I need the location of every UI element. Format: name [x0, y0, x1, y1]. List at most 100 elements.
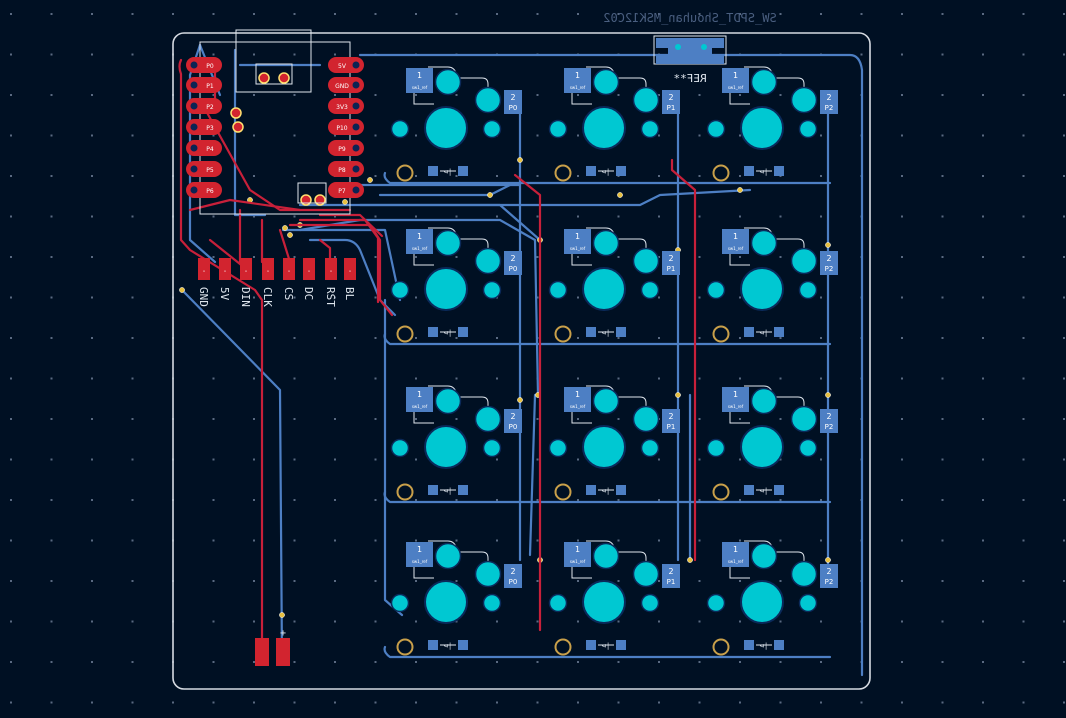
diode[interactable]: ⊲| [554, 638, 627, 656]
mcu-right-pin[interactable] [328, 77, 364, 93]
back-trace [358, 188, 752, 207]
battery-pad-plus[interactable] [276, 638, 290, 666]
diode-symbol: ⊲| [760, 168, 768, 176]
diode[interactable]: ⊲| [712, 325, 785, 343]
grid-dot [10, 580, 12, 582]
via [517, 157, 523, 163]
diode[interactable]: ⊲| [396, 164, 469, 182]
diode-hole [554, 164, 572, 182]
diode[interactable]: ⊲| [712, 483, 785, 501]
grid-dot [212, 580, 215, 582]
grid-dot [698, 499, 701, 501]
grid-dot [779, 701, 782, 704]
back-trace [383, 645, 832, 659]
diode[interactable]: ⊲| [396, 325, 469, 343]
switch-pad-2 [504, 251, 522, 275]
switch-pin-hole [474, 247, 502, 275]
grid-dot [941, 620, 944, 623]
switch-silk-outline [571, 564, 592, 579]
mcu-left-pin[interactable] [186, 57, 222, 73]
header-pad[interactable] [303, 258, 315, 280]
diode[interactable]: ⊲| [712, 164, 785, 182]
diode[interactable]: ⊲| [396, 638, 469, 656]
mcu-right-pin[interactable] [328, 140, 364, 156]
grid-dot [820, 499, 822, 501]
grid-dot [496, 175, 498, 177]
header-pad[interactable] [325, 258, 337, 280]
switch-pad-1 [722, 229, 749, 254]
header-pad[interactable] [240, 258, 252, 280]
grid-dot [253, 337, 255, 339]
diode-pad [774, 327, 784, 337]
mcu-right-pin[interactable] [328, 161, 364, 177]
mcu-left-pin[interactable] [186, 119, 222, 135]
mcu-left-pin[interactable] [186, 77, 222, 93]
mcu-left-pin[interactable] [186, 140, 222, 156]
diode[interactable]: ⊲| [554, 164, 627, 182]
grid-dot [496, 458, 498, 461]
grid-dot [293, 215, 296, 218]
mcu-left-pin[interactable] [186, 182, 222, 198]
grid-dot [536, 94, 539, 96]
switch-pad-2-label: 2 [826, 567, 831, 576]
mcu-right-pin[interactable] [328, 57, 364, 73]
diode-pad [458, 166, 468, 176]
header-pad[interactable] [344, 258, 356, 280]
diode[interactable]: ⊲| [712, 638, 785, 656]
grid-dot [50, 701, 53, 704]
switch-pin-hole [750, 542, 778, 570]
grid-dot [739, 661, 741, 663]
switch-peg-hole [548, 593, 568, 613]
grid-dot [617, 701, 620, 704]
diode[interactable]: ⊲| [554, 325, 627, 343]
grid-dot [820, 215, 822, 218]
mcu-right-pin[interactable] [328, 98, 364, 114]
diode[interactable]: ⊲| [396, 483, 469, 501]
grid-dot [253, 580, 255, 582]
header-pad[interactable] [219, 258, 231, 280]
header-pad[interactable] [198, 258, 210, 280]
grid-dot [415, 701, 417, 704]
switch-silk-outline [413, 409, 434, 424]
grid-dot [374, 418, 377, 420]
grid-dot [982, 13, 984, 15]
mcu-right-pin[interactable] [328, 119, 364, 135]
mcu-right-pin[interactable] [328, 182, 364, 198]
header-pad[interactable] [262, 258, 274, 280]
grid-dot [293, 134, 296, 137]
mcu-right-pin-label: P9 [338, 146, 346, 153]
diode-hole [712, 638, 730, 656]
header-pin-label: 5V [218, 287, 231, 301]
diode[interactable]: ⊲| [554, 483, 627, 501]
grid-dot [860, 53, 863, 56]
mcu-left-pin[interactable] [186, 161, 222, 177]
grid-dot [820, 337, 822, 339]
switch-pad-2-label: 2 [668, 567, 673, 576]
battery-pad-minus[interactable] [255, 638, 269, 666]
switch-pin-hole [790, 247, 818, 275]
grid-dot [374, 377, 377, 380]
grid-dot [1063, 134, 1065, 137]
switch-peg-hole [706, 438, 726, 458]
grid-dot [415, 215, 417, 218]
header-pad[interactable] [283, 258, 295, 280]
grid-dot [901, 661, 903, 663]
switch-peg-hole [390, 438, 410, 458]
mcu-left-pin-label: P6 [206, 188, 214, 195]
mcu-left-pin[interactable] [186, 98, 222, 114]
